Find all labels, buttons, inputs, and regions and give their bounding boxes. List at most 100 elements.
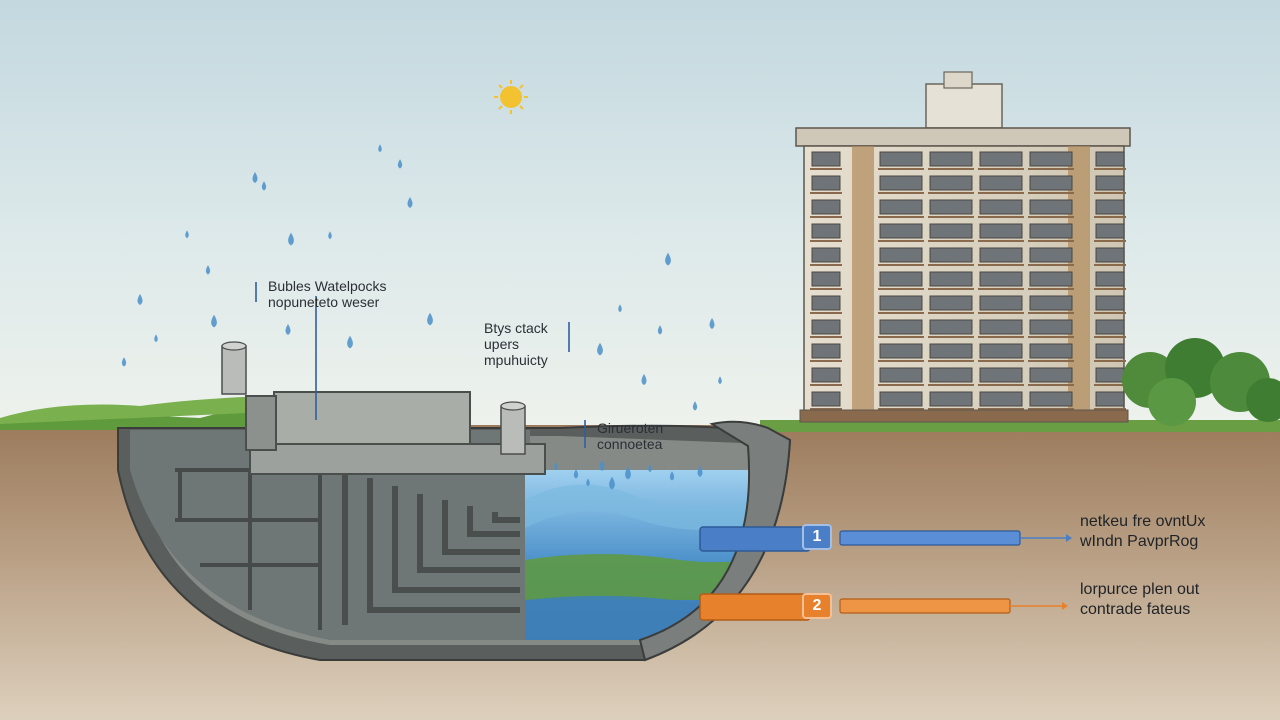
raindrop <box>709 318 715 329</box>
raindrop <box>397 159 403 169</box>
building-window <box>1029 199 1073 215</box>
building-window <box>811 271 841 287</box>
label-line: lorpurce plen out <box>1080 581 1200 598</box>
building-window <box>929 343 973 359</box>
label-line: upers <box>484 336 520 352</box>
raindrop <box>252 172 258 183</box>
badge-2: 2 <box>802 593 832 619</box>
label-ground: Girueroten connoetea <box>597 420 663 452</box>
raindrop <box>586 478 590 487</box>
building-window <box>811 247 841 263</box>
building-window <box>879 199 923 215</box>
raindrop <box>718 376 722 385</box>
label-line: wIndn PavprRog <box>1080 533 1199 550</box>
raindrop <box>347 335 353 349</box>
grass-left <box>0 400 270 430</box>
building-window <box>1095 391 1125 407</box>
building-window <box>811 223 841 239</box>
building-window <box>979 319 1023 335</box>
raindrop <box>648 464 652 473</box>
building-window <box>811 151 841 167</box>
building-window <box>1029 367 1073 383</box>
building-window <box>1029 319 1073 335</box>
label-top-left: Bubles Watelpocks nopuneteto weser <box>268 278 387 310</box>
building-window <box>929 271 973 287</box>
building-window <box>879 343 923 359</box>
building-window <box>1029 223 1073 239</box>
building-window <box>811 367 841 383</box>
building-window <box>811 319 841 335</box>
building-window <box>1029 343 1073 359</box>
building-window <box>979 367 1023 383</box>
raindrop <box>285 324 291 335</box>
building-window <box>1095 175 1125 191</box>
label-line: Bubles Watelpocks <box>268 278 387 294</box>
label-line: Btys ctack <box>484 320 548 336</box>
label-line: nopuneteto weser <box>268 294 380 310</box>
building-window <box>979 175 1023 191</box>
building-window <box>811 391 841 407</box>
raindrop <box>427 312 433 326</box>
label-line: netkeu fre ovntUx <box>1080 513 1206 530</box>
label-line: Girueroten <box>597 420 664 436</box>
building-window <box>879 151 923 167</box>
building-window <box>929 247 973 263</box>
building-window <box>811 343 841 359</box>
building-window <box>1095 151 1125 167</box>
building-window <box>1029 391 1073 407</box>
building-window <box>1095 223 1125 239</box>
building-window <box>811 295 841 311</box>
raindrop <box>599 460 605 471</box>
building-window <box>1095 199 1125 215</box>
building-window <box>1095 343 1125 359</box>
raindrop <box>328 231 332 240</box>
label-middle: Btys ctack upers mpuhuicty <box>484 320 548 368</box>
raindrop-icon <box>121 144 722 490</box>
tree-icon <box>1122 338 1280 426</box>
sun-icon <box>494 80 528 114</box>
building-window <box>929 391 973 407</box>
raindrop <box>609 476 615 490</box>
building-window <box>979 247 1023 263</box>
raindrop <box>597 342 603 356</box>
raindrop <box>692 401 698 411</box>
building-window <box>979 223 1023 239</box>
building-window <box>979 271 1023 287</box>
building-window <box>929 319 973 335</box>
building-window <box>879 367 923 383</box>
raindrop <box>641 374 647 385</box>
label-pipe-1: netkeu fre ovntUx wIndn PavprRog <box>1080 512 1205 552</box>
building-window <box>879 271 923 287</box>
pointer-lines <box>255 282 586 448</box>
building-window <box>1095 295 1125 311</box>
label-pipe-2: lorpurce plen out contrade fateus <box>1080 580 1199 620</box>
label-line: connoetea <box>597 436 663 452</box>
building-window <box>979 199 1023 215</box>
building-window <box>879 391 923 407</box>
building-window <box>929 199 973 215</box>
raindrop <box>407 197 413 208</box>
badge-1: 1 <box>802 524 832 550</box>
building-window <box>1095 271 1125 287</box>
raindrop <box>665 252 671 266</box>
raindrop <box>697 466 703 477</box>
raindrop <box>573 469 579 479</box>
raindrop <box>261 181 267 191</box>
raindrop <box>625 466 631 480</box>
raindrop <box>185 230 189 239</box>
raindrop <box>288 232 294 246</box>
building-window <box>979 295 1023 311</box>
label-line: mpuhuicty <box>484 352 548 368</box>
raindrop <box>669 471 675 481</box>
building-window <box>811 199 841 215</box>
building-window <box>1029 247 1073 263</box>
raindrop <box>378 144 382 153</box>
building-window <box>879 175 923 191</box>
raindrop <box>154 334 158 343</box>
raindrop <box>618 304 622 313</box>
building-window <box>1029 295 1073 311</box>
building-window <box>979 391 1023 407</box>
raindrop <box>137 294 143 305</box>
